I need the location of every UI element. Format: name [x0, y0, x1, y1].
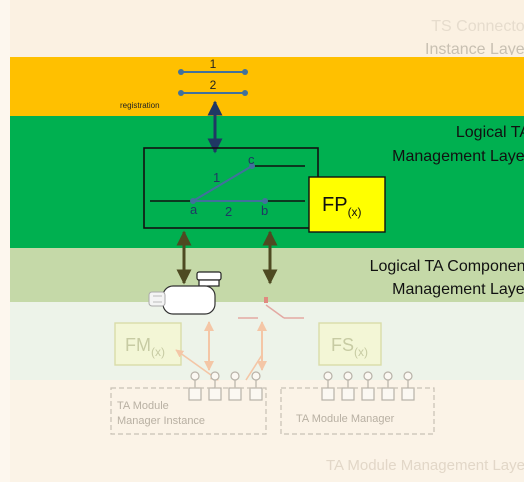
channel-2-label: 2	[210, 78, 217, 92]
ts-connector-instance-layer	[10, 0, 524, 57]
ts-connector-label-line1: TS Connector	[431, 18, 524, 35]
node-b-dot	[262, 198, 268, 204]
fm-label-sub: (x)	[151, 345, 165, 359]
channel-2-right-dot	[242, 90, 248, 96]
module-2-label: TA Module Manager	[296, 413, 395, 425]
channel-2-left-dot	[178, 90, 184, 96]
ta-module-management-label: TA Module Management Layer	[325, 457, 524, 474]
ta-module-manager-instance-box	[110, 387, 267, 435]
fp-label: FP(x)	[322, 194, 362, 219]
logical-ta-component-label-line2: Management Layer	[392, 281, 524, 298]
logical-ta-label-line2: Management Layer	[392, 148, 524, 165]
faded-arrow-switch-diagonal	[245, 354, 263, 381]
open-switch-contact	[264, 297, 268, 303]
logical-ta-management-layer	[10, 116, 524, 248]
fp-label-main: FP	[322, 194, 348, 216]
registration-band	[10, 57, 524, 116]
node-c-label: c	[248, 152, 255, 167]
fs-label: FS(x)	[331, 335, 368, 359]
fs-label-sub: (x)	[354, 345, 368, 359]
fs-box-rect	[318, 322, 382, 366]
connection-1-label: 1	[213, 170, 220, 185]
fm-label: FM(x)	[125, 335, 165, 359]
fm-label-main: FM	[125, 335, 151, 355]
registration-channels: 1 2 registration	[120, 57, 248, 110]
fm-box: FM(x)	[114, 322, 182, 366]
open-switch-blade	[265, 304, 285, 319]
module-transition-band	[10, 302, 524, 380]
registration-label: registration	[120, 101, 160, 110]
channel-1-label: 1	[210, 57, 217, 71]
fs-box: FS(x)	[318, 322, 382, 366]
node-a-label: a	[190, 202, 198, 217]
connector-plug-icon	[148, 271, 222, 315]
module-2-ports	[321, 371, 415, 401]
switch-box: a b c 1 2	[143, 147, 319, 229]
fp-label-sub: (x)	[348, 205, 362, 219]
connection-2-label: 2	[225, 204, 232, 219]
module-1-label-line1: TA Module	[117, 400, 169, 412]
node-b-label: b	[261, 203, 268, 218]
ts-connector-label-line2: Instance Layer	[425, 41, 524, 55]
channel-1-left-dot	[178, 69, 184, 75]
ta-module-management-layer	[10, 380, 524, 482]
logical-ta-label-line1: Logical TA	[455, 124, 524, 141]
fm-box-rect	[114, 322, 182, 366]
node-a-dot	[190, 198, 196, 204]
node-c-dot	[249, 163, 255, 169]
channel-1-right-dot	[242, 69, 248, 75]
ta-module-manager-box	[280, 387, 435, 435]
fs-label-main: FS	[331, 335, 354, 355]
logical-ta-component-label-line1: Logical TA Component	[369, 258, 524, 275]
connection-1-line	[192, 165, 253, 202]
module-1-label-line2: Manager Instance	[117, 415, 205, 427]
fp-box: FP(x)	[308, 176, 386, 233]
fp-box-rect	[308, 176, 386, 233]
module-1-ports	[188, 371, 263, 401]
